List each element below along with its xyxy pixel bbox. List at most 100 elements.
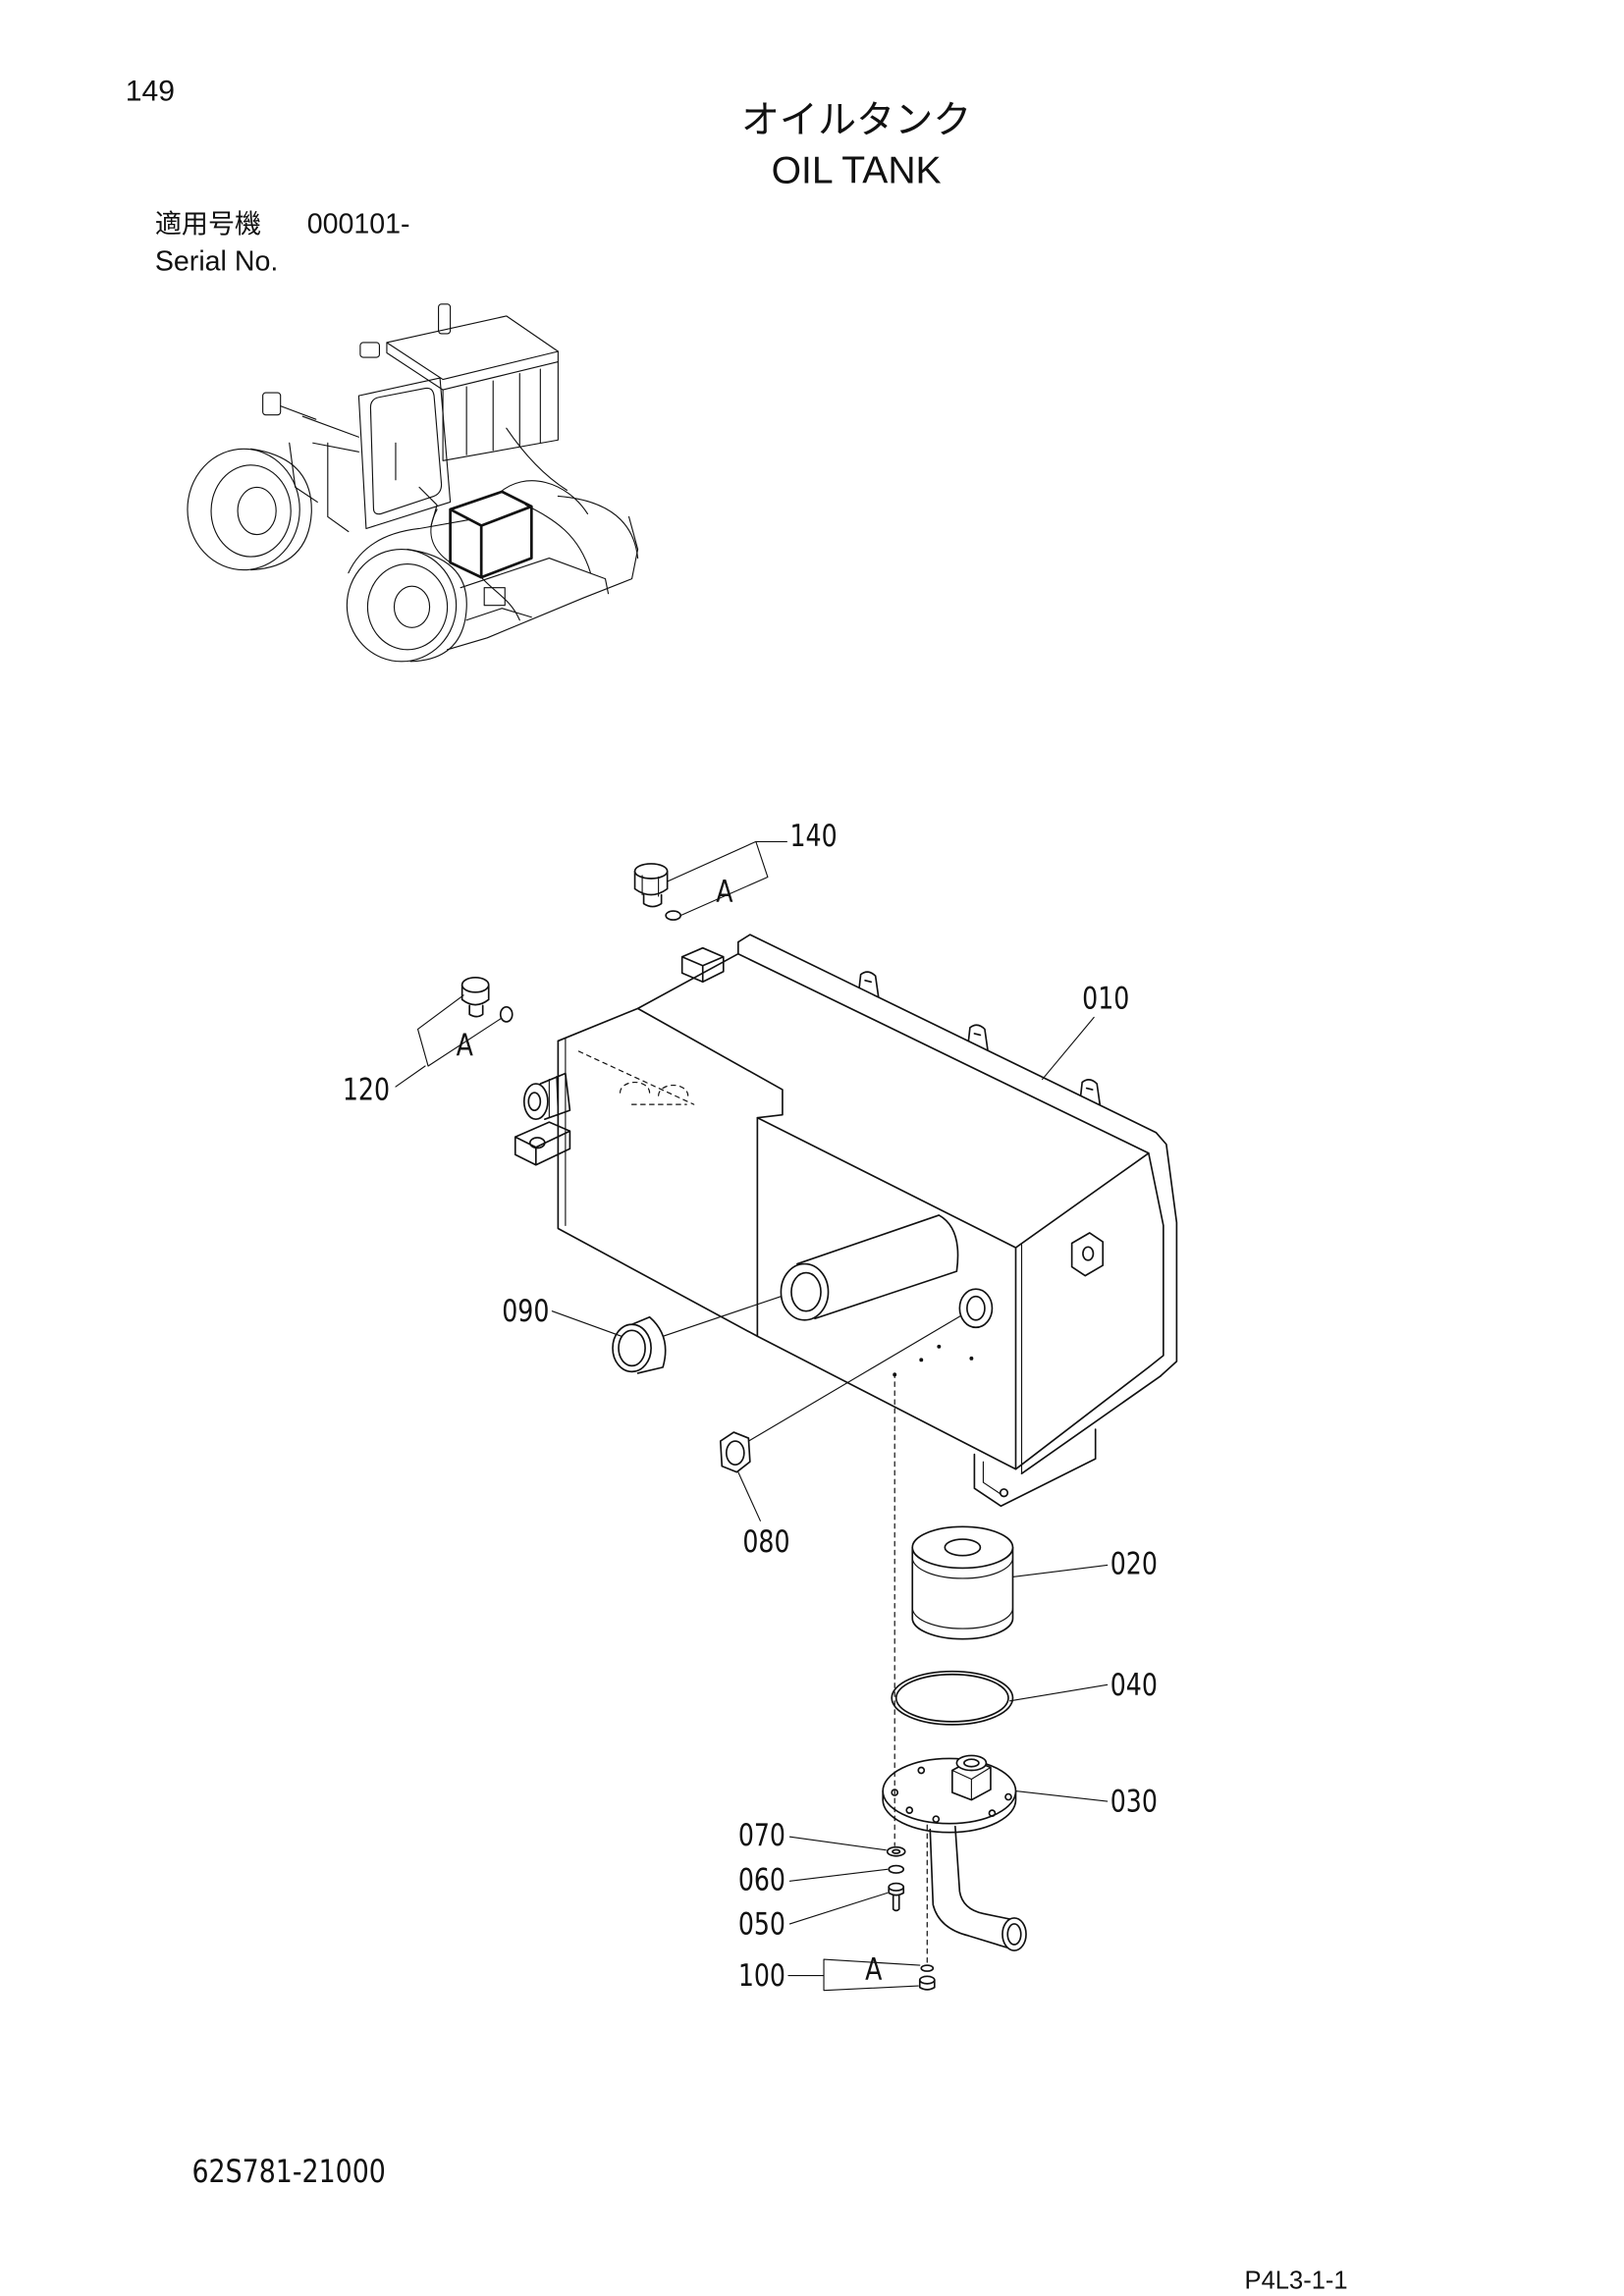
- washer-hole: [892, 1848, 901, 1854]
- serial-value: 000101-: [307, 209, 410, 240]
- callout-030: 030: [1110, 1783, 1158, 1820]
- cover-bolt-hole: [932, 1815, 941, 1823]
- cab-door: [357, 377, 452, 530]
- filter-body: [911, 1546, 1014, 1640]
- suction-pipe: [954, 1825, 1020, 1922]
- hydraulic-hose: [524, 504, 592, 574]
- leader-lines: [395, 840, 1109, 1992]
- cover-bolt-hole: [917, 1766, 926, 1775]
- leader-090: [551, 1310, 623, 1337]
- frame-line: [460, 558, 610, 595]
- callout-050: 050: [738, 1905, 785, 1943]
- plug-hex-edges: [641, 875, 660, 897]
- leader-010: [1042, 1016, 1095, 1081]
- plug-body: [918, 1979, 936, 1991]
- tire-rim: [210, 464, 292, 558]
- beacon-light: [438, 303, 452, 335]
- page-reference: P4L3-1-1: [1245, 2267, 1348, 2294]
- callout-070: 070: [738, 1816, 785, 1853]
- loader-arm: [289, 442, 318, 503]
- flange-lug: [858, 971, 880, 998]
- tank-end-bottom-edge: [1014, 1366, 1162, 1474]
- cab-window: [369, 387, 443, 515]
- work-light: [359, 342, 380, 358]
- machine-frame: [289, 415, 639, 651]
- hydraulic-hose: [498, 480, 589, 515]
- port-outer: [958, 1288, 994, 1329]
- plate-hole: [937, 1344, 942, 1349]
- cover-bolt-hole: [905, 1806, 914, 1814]
- tire-outer: [187, 448, 300, 571]
- tank-flange-rim-inner: [736, 952, 1164, 1368]
- bolt-shank: [888, 1886, 905, 1912]
- callout-040: 040: [1110, 1666, 1158, 1703]
- cap-inner: [618, 1329, 646, 1367]
- port-inner: [966, 1295, 986, 1321]
- callout-set-a: A: [457, 1027, 474, 1064]
- end-bracket-plate: [1070, 1232, 1105, 1277]
- elbow-port: [522, 1083, 549, 1120]
- o-ring-100: [920, 1964, 935, 1972]
- plug-top: [460, 976, 490, 993]
- filter-center-hole: [944, 1538, 982, 1557]
- tank-end-top-edge: [1014, 1151, 1150, 1249]
- leader-080-port: [747, 1314, 962, 1442]
- cover-bolt-hole: [1004, 1792, 1012, 1801]
- o-ring-inner: [894, 1673, 1009, 1723]
- o-ring-140: [665, 910, 682, 921]
- tire-rim: [366, 563, 449, 651]
- oil-tank-location: [418, 427, 592, 621]
- hydraulic-hose: [480, 576, 520, 621]
- leader-100: [787, 1958, 921, 1992]
- nut-080: [719, 1431, 751, 1473]
- leader-070: [788, 1836, 887, 1851]
- o-ring-120: [499, 1006, 514, 1023]
- filler-boss: [680, 946, 725, 984]
- hidden-lines: [577, 1050, 695, 1105]
- cover-hex-edges: [951, 1766, 992, 1801]
- suction-pipe-bore: [1006, 1923, 1022, 1946]
- pipe-bore: [790, 1271, 822, 1312]
- o-ring-040: [891, 1670, 1014, 1726]
- valve-block: [483, 587, 506, 607]
- page-number: 149: [126, 75, 175, 107]
- hydraulic-hose: [506, 427, 568, 491]
- washer-070: [886, 1845, 906, 1857]
- tank-step-outline: [557, 1007, 784, 1119]
- housing-outline: [973, 1428, 1097, 1508]
- callout-010: 010: [1082, 980, 1129, 1017]
- end-bracket: [1070, 1232, 1105, 1277]
- housing-edge: [982, 1461, 1002, 1495]
- cap-090: [612, 1315, 667, 1374]
- tank-top-edge: [636, 952, 739, 1010]
- bracket-plate: [514, 1121, 571, 1166]
- leader-030: [1014, 1790, 1109, 1802]
- leader-050: [788, 1892, 889, 1925]
- callout-090: 090: [502, 1292, 549, 1329]
- front-tire: [346, 548, 467, 663]
- callout-020: 020: [1110, 1545, 1158, 1582]
- nut-hex: [719, 1431, 751, 1473]
- lock-washer-060: [888, 1864, 905, 1874]
- nut-bore: [725, 1440, 745, 1466]
- plug-100: [918, 1964, 936, 1991]
- housing-screw: [999, 1488, 1009, 1498]
- fender-line: [348, 518, 470, 574]
- hydraulic-line: [418, 486, 438, 527]
- leader-140: [667, 840, 788, 917]
- cab-roof-edge: [386, 342, 559, 391]
- plug-thread: [642, 893, 663, 908]
- frame-bottom: [447, 515, 639, 651]
- filter-housing: [973, 1428, 1097, 1508]
- leader-080: [737, 1471, 761, 1522]
- tank-left-end: [557, 1040, 759, 1338]
- plate-hole: [969, 1356, 974, 1361]
- washer-outer: [886, 1845, 906, 1857]
- elbow-bore: [527, 1092, 542, 1111]
- loader-frame: [301, 415, 359, 533]
- cover-flange-edge: [882, 1789, 1017, 1834]
- machine-location-illustration: [187, 303, 639, 663]
- tire-tread: [406, 548, 467, 663]
- drawing-number: 62S781-21000: [191, 2154, 385, 2190]
